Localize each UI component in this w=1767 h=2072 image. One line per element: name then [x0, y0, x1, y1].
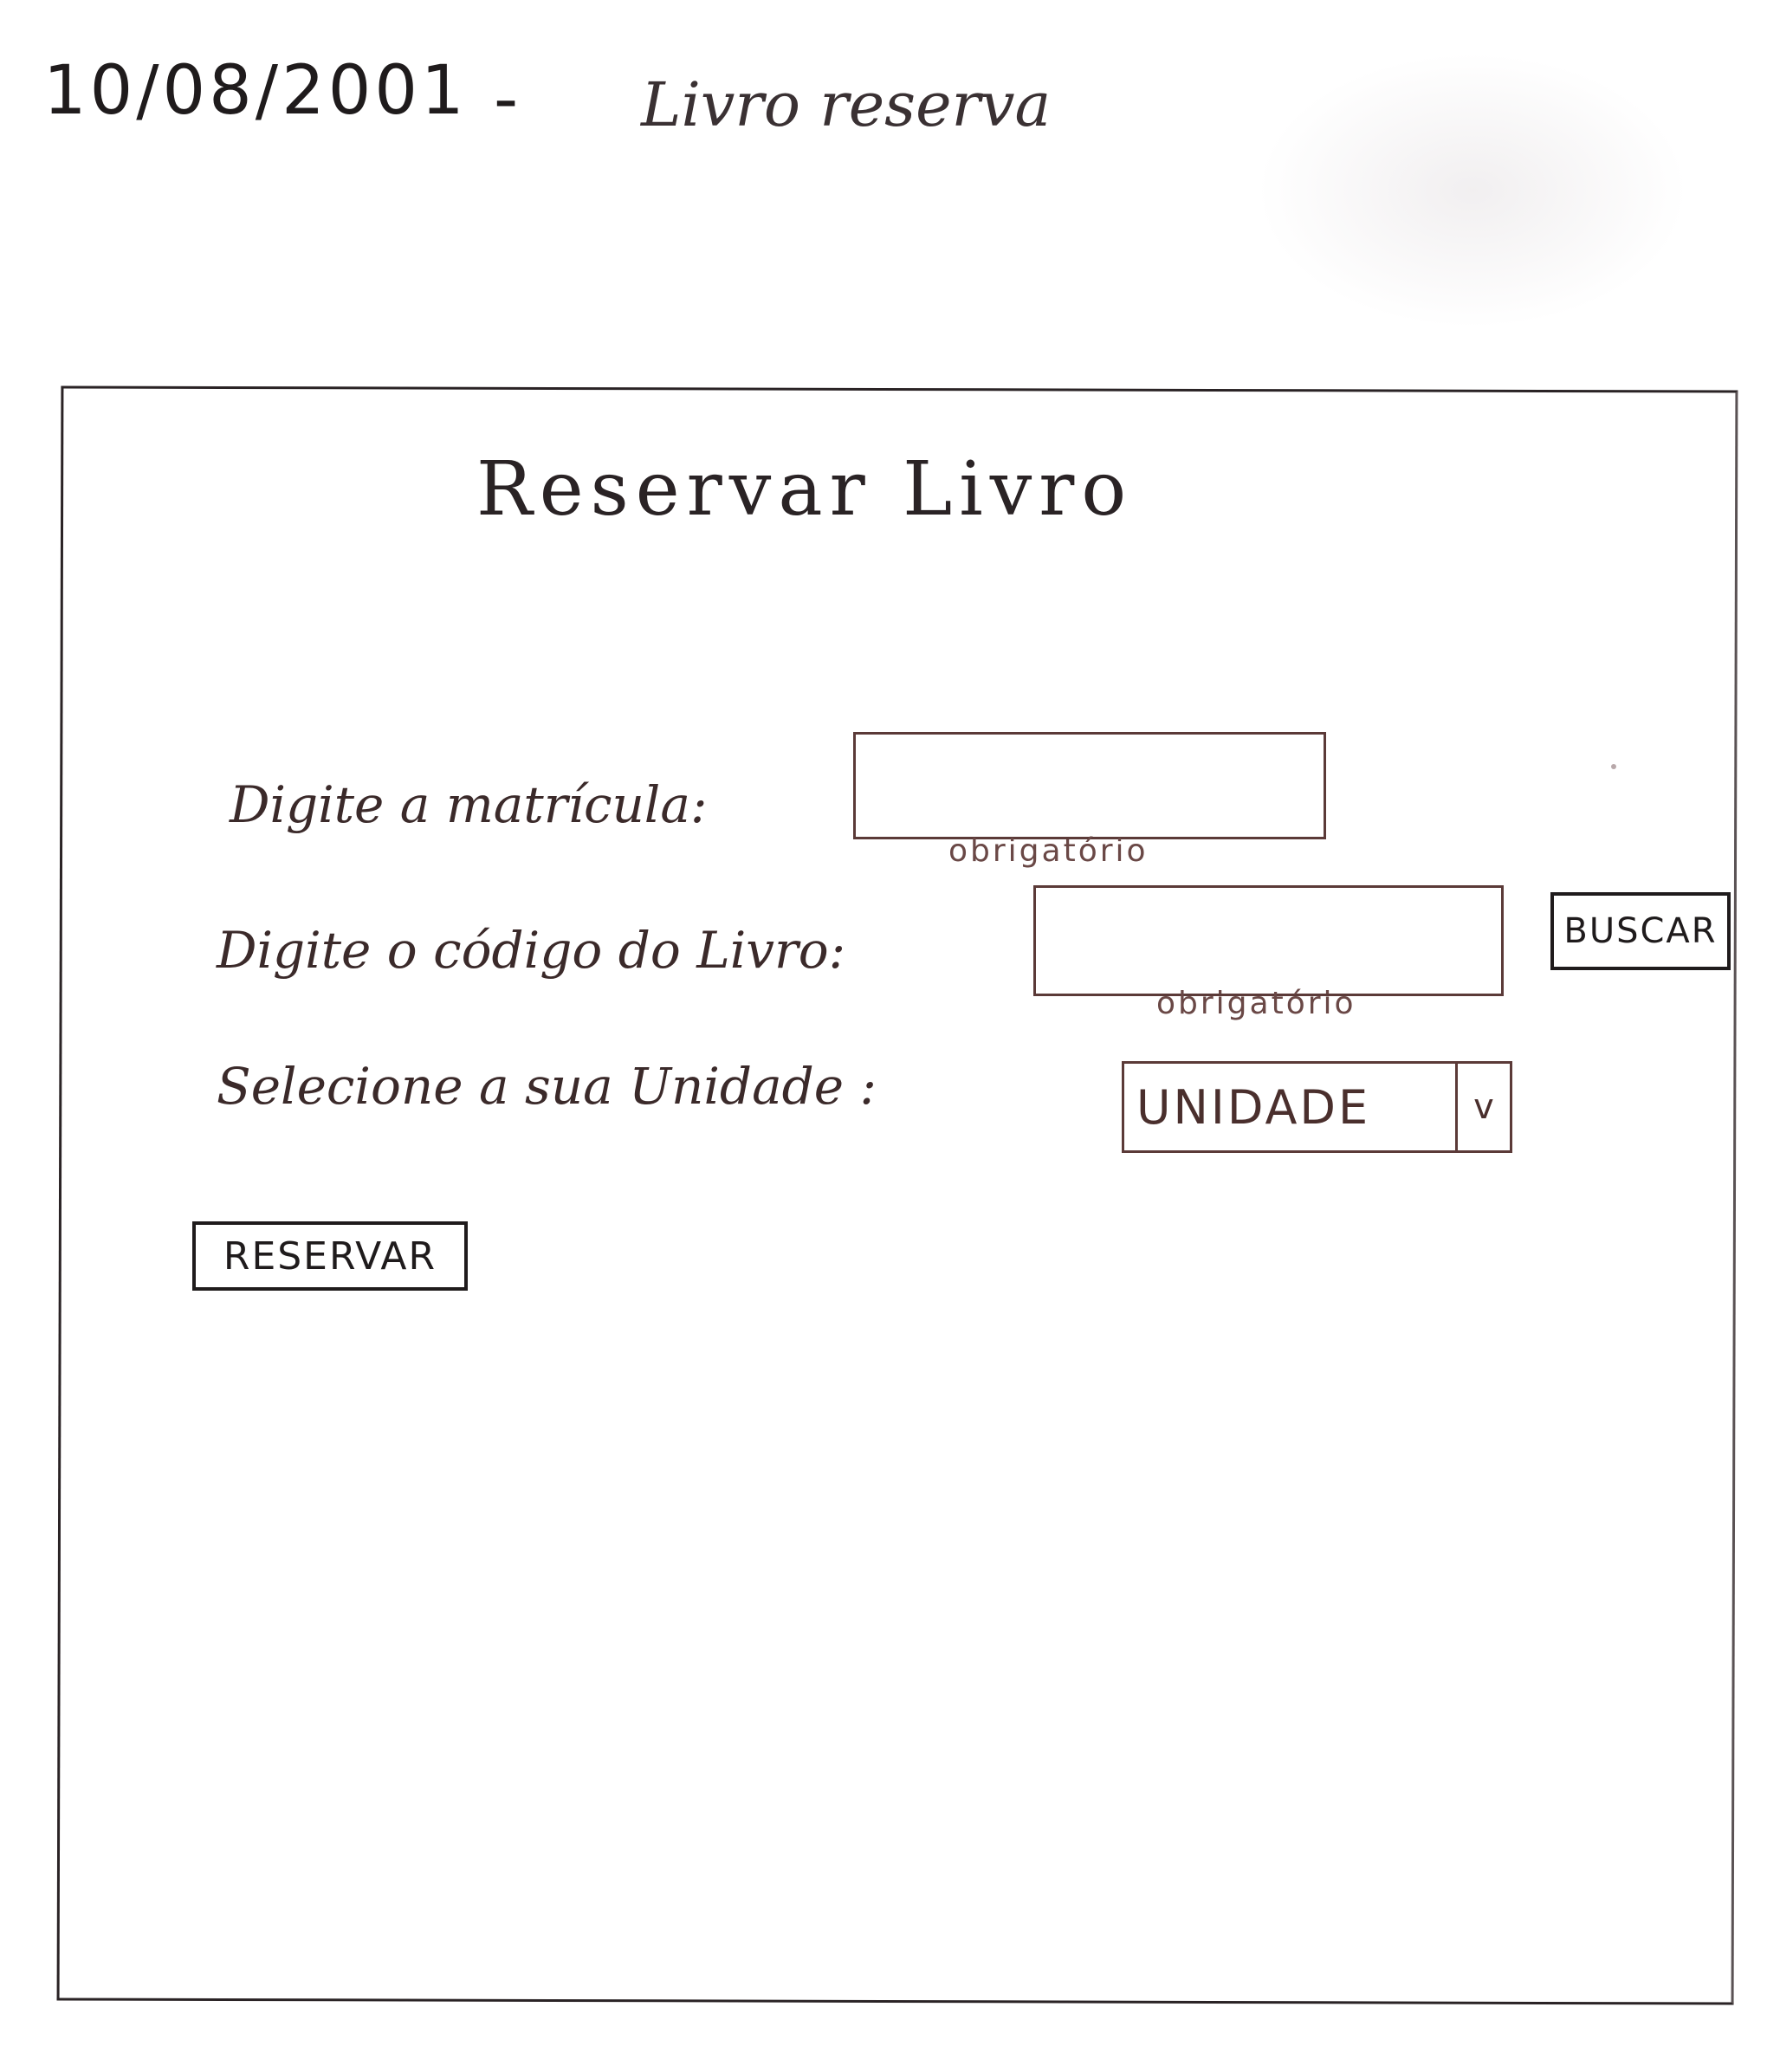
codigo-livro-required-hint: obrigatório [1156, 986, 1356, 1021]
paper-shadow [1256, 52, 1689, 329]
header-separator: - [494, 61, 519, 139]
unidade-label: Selecione a sua Unidade : [217, 1057, 877, 1116]
codigo-livro-label: Digite o código do Livro: [217, 921, 846, 980]
window-frame [56, 385, 1738, 2005]
buscar-button[interactable]: BUSCAR [1550, 892, 1731, 970]
header-date: 10/08/2001 [43, 52, 468, 130]
paper-speck [1611, 764, 1616, 769]
chevron-down-icon[interactable]: v [1455, 1064, 1510, 1150]
unidade-selected-value: UNIDADE [1136, 1079, 1371, 1135]
matricula-input[interactable] [853, 732, 1326, 839]
matricula-label: Digite a matrícula: [230, 775, 708, 834]
page-title: Reservar Livro [476, 446, 1134, 533]
sketch-header: 10/08/2001 - Livro reserva [43, 35, 1256, 173]
codigo-livro-input[interactable] [1033, 885, 1504, 996]
unidade-select[interactable]: UNIDADE v [1122, 1061, 1512, 1153]
reservar-button[interactable]: RESERVAR [192, 1221, 468, 1291]
matricula-required-hint: obrigatório [948, 833, 1149, 869]
header-title: Livro reserva [641, 69, 1052, 140]
